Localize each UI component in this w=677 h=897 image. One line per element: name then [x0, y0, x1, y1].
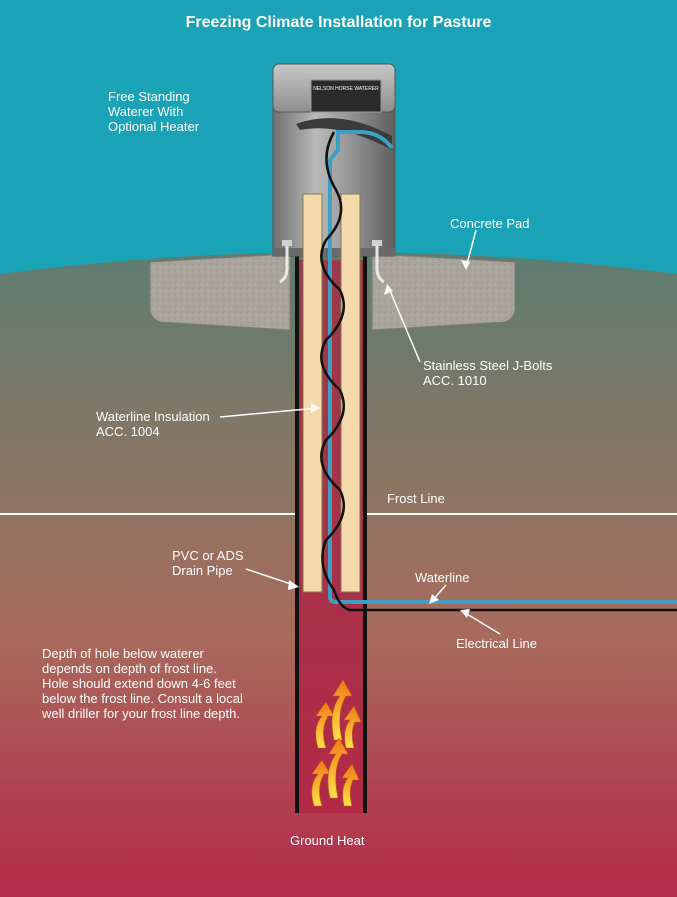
insulation-right — [340, 193, 361, 593]
heat-arrow — [331, 679, 353, 741]
concrete-pad-arrowhead — [461, 260, 470, 270]
waterer-bowl — [296, 118, 392, 150]
waterline-label: Waterline — [415, 570, 470, 585]
concrete-pad-right — [371, 253, 516, 331]
j-bolt-nut-right — [372, 240, 382, 246]
drain-pipe-arrowhead — [288, 580, 299, 590]
j-bolts-arrowhead — [384, 284, 393, 295]
heat-arrow — [315, 701, 335, 749]
j-bolt-nut-left — [282, 240, 292, 246]
electrical-line-arrowhead — [460, 609, 470, 618]
waterline — [328, 176, 677, 604]
frost-line-label: Frost Line — [387, 491, 445, 506]
j-bolts-leader — [387, 285, 421, 363]
waterline-top — [328, 130, 394, 176]
drain-pipe-leader — [245, 568, 298, 587]
drain-pipe-label: PVC or ADS Drain Pipe — [172, 548, 244, 578]
j-bolt-right — [375, 242, 385, 284]
insulation-arrowhead — [311, 403, 320, 413]
insulation-leader — [219, 407, 319, 418]
ground-heat-arrows — [311, 679, 362, 807]
heat-arrow — [343, 705, 362, 749]
waterer-brand-text: NELSON HORSE WATERER — [313, 86, 379, 92]
concrete-pad — [149, 253, 291, 331]
waterer-base-flange — [273, 248, 395, 256]
insulation-label: Waterline Insulation ACC. 1004 — [96, 409, 210, 439]
j-bolts-label: Stainless Steel J-Bolts ACC. 1010 — [423, 358, 553, 388]
electrical-line-label: Electrical Line — [456, 636, 537, 651]
heat-arrow — [341, 763, 360, 807]
ground-heat-label: Ground Heat — [290, 833, 365, 848]
concrete-pad-label: Concrete Pad — [450, 216, 530, 231]
waterline-arrowhead — [429, 594, 439, 604]
waterer-brand-plate — [310, 79, 382, 113]
depth-note: Depth of hole below waterer depends on d… — [42, 646, 243, 721]
waterer-label: Free Standing Waterer With Optional Heat… — [108, 89, 200, 134]
j-bolt-left — [279, 242, 289, 284]
insulation-left — [302, 193, 323, 593]
electrical-line-leader — [461, 610, 501, 635]
heat-arrow — [327, 737, 349, 799]
heat-arrow — [311, 759, 331, 807]
electrical-line — [320, 131, 677, 612]
diagram-title: Freezing Climate Installation for Pastur… — [185, 14, 492, 31]
